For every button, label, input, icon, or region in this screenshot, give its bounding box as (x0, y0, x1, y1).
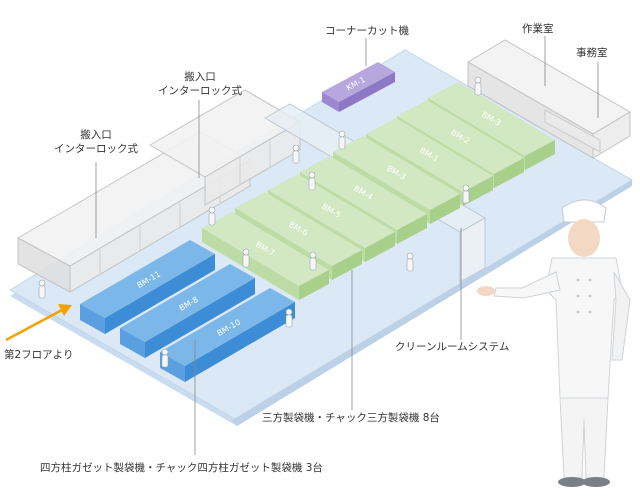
callout-work-room: 作業室 (522, 23, 554, 35)
machine-bm11: BM-11 (80, 240, 215, 334)
callout-three-side-machines: 三方製袋機・チャック三方製袋機 8台 (262, 412, 440, 424)
machine-bm8: BM-8 (120, 264, 255, 358)
callout-entrance-right: 搬入口 インターロック式 (150, 70, 250, 98)
entry-arrow (5, 304, 72, 342)
callout-entrance-left: 搬入口 インターロック式 (46, 128, 146, 156)
leader-lines (95, 36, 599, 455)
callout-entrance-left-line1: 搬入口 (80, 129, 112, 141)
worker-figure (308, 171, 316, 191)
callout-four-pillar-machines: 四方柱ガゼット製袋機・チャック四方柱ガゼット製袋機 3台 (40, 462, 323, 474)
callout-from-2f: 第2フロアより (4, 349, 74, 361)
worker-figure (474, 76, 482, 96)
worker-figure (242, 248, 250, 268)
machine-bm7: BM-7 (202, 212, 329, 300)
worker-figure (462, 184, 470, 204)
presenter-figure (477, 199, 631, 487)
callout-office: 事務室 (576, 47, 608, 59)
callout-corner-cut: コーナーカット機 (325, 25, 409, 37)
machine-km1: KM-1 (322, 62, 395, 112)
worker-figure (161, 348, 169, 368)
worker-figure (309, 251, 317, 271)
machine-bm10: BM-10 (160, 288, 295, 382)
callout-entrance-right-line1: 搬入口 (184, 71, 216, 83)
worker-figures (38, 76, 482, 368)
worker-figure (338, 130, 346, 150)
callout-entrance-right-line2: インターロック式 (158, 85, 242, 97)
worker-figure (406, 252, 414, 272)
callout-cleanroom: クリーンルームシステム (395, 341, 510, 353)
worker-figure (285, 308, 293, 328)
worker-figure (208, 206, 216, 226)
callout-entrance-left-line2: インターロック式 (54, 143, 138, 155)
worker-figure (38, 279, 46, 299)
work-room-office-structure (467, 39, 631, 159)
worker-figure (292, 144, 300, 164)
